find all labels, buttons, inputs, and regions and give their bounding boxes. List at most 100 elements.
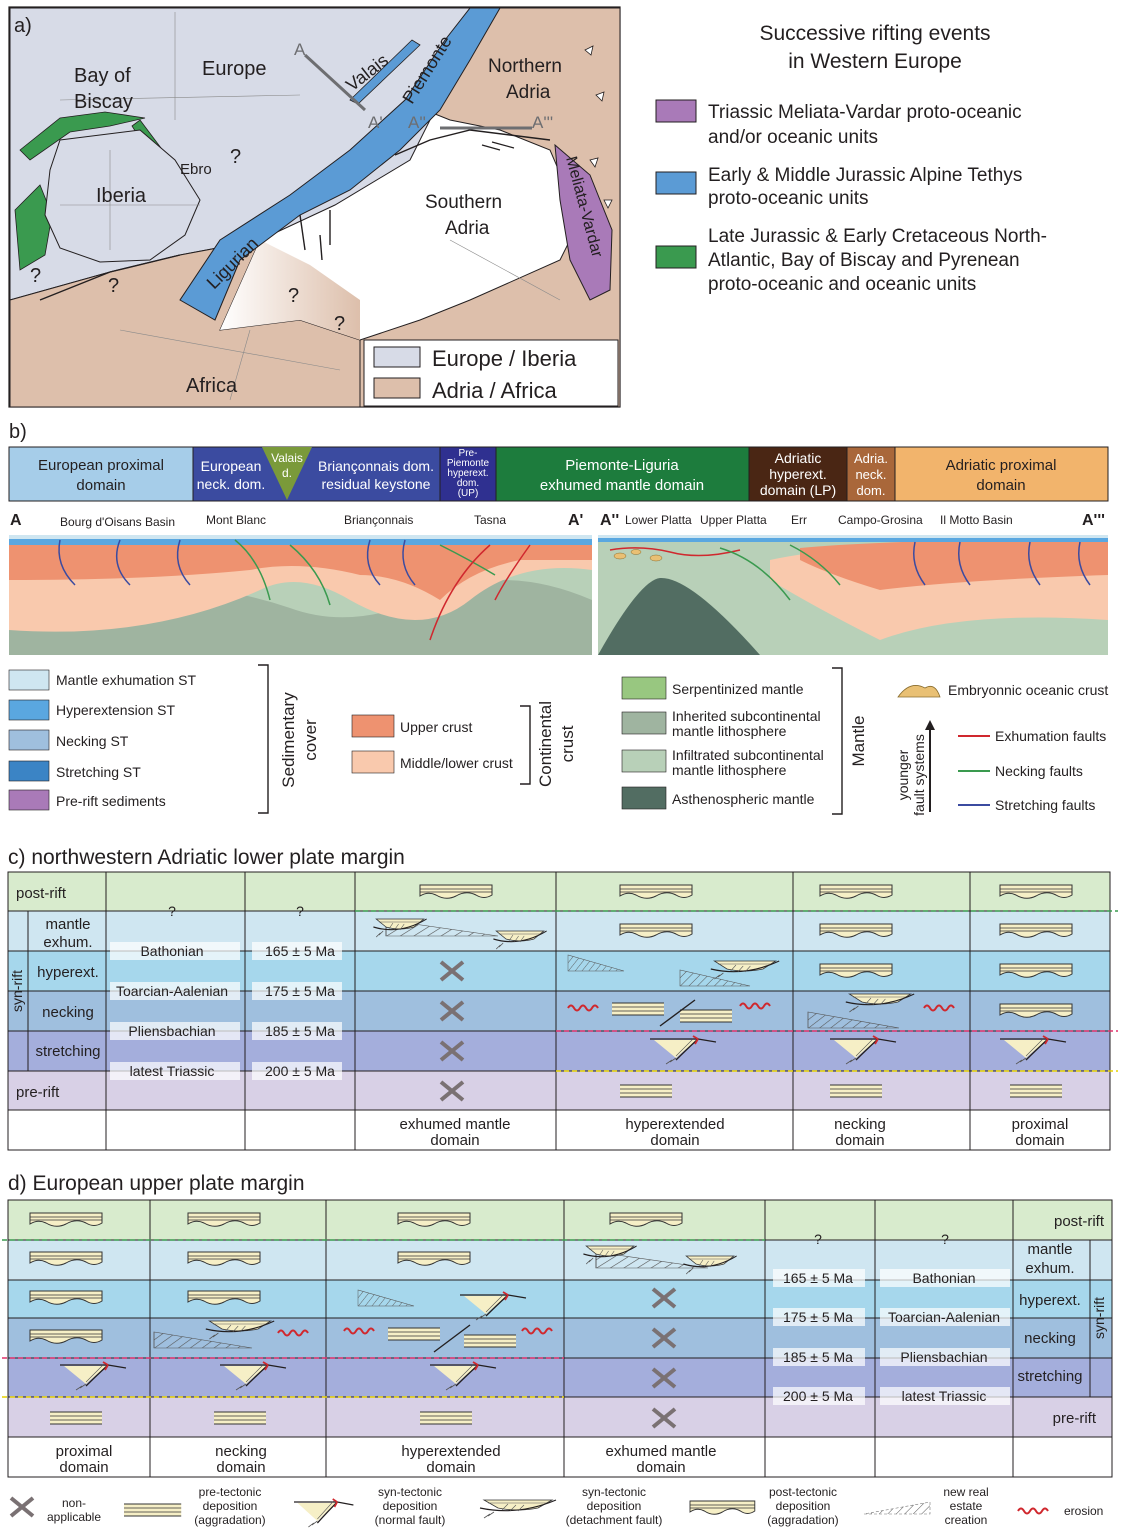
panel-b-legend: Mantle exhumation ST Hyperextension ST N… (8, 664, 1108, 816)
domain-valais: Valais (271, 451, 303, 465)
domain-label: necking (215, 1443, 267, 1460)
legend-new-real-estate: creation (945, 1513, 988, 1527)
row-necking: necking (1024, 1330, 1076, 1347)
domain-adriatic-necking: neck. (855, 467, 886, 482)
pre-tectonic-symbol (619, 1084, 673, 1098)
row-stretching: stretching (1017, 1368, 1082, 1385)
locality-campo-grosina: Campo-Grosina (838, 513, 923, 527)
panel-b-section: b) European proximal domain European nec… (8, 421, 1109, 816)
legend-adria-africa: Adria / Africa (432, 378, 557, 403)
domain-label: hyperextended (625, 1116, 724, 1133)
age-label: 175 ± 5 Ma (783, 1309, 853, 1325)
pre-tectonic-symbol (387, 1327, 441, 1341)
group-mantle: Mantle (849, 715, 868, 766)
legend-asthenospheric-mantle: Asthenospheric mantle (672, 791, 815, 807)
group-continental-crust: crust (558, 725, 577, 762)
domain-adriatic-hyperextended: Adriatic (775, 450, 822, 466)
panel-d-chart: d) European upper plate margin post-rift… (2, 1172, 1113, 1478)
row-pre-rift: pre-rift (1053, 1410, 1097, 1427)
row-stretching: stretching (35, 1043, 100, 1060)
legend-new-real-estate-symbol (863, 1501, 931, 1515)
row-necking: necking (42, 1004, 94, 1021)
legend-erosion-symbol (1017, 1507, 1049, 1515)
rifting-item-3: Late Jurassic & Early Cretaceous North- (708, 226, 1047, 247)
legend-normal-fault: (normal fault) (375, 1513, 446, 1527)
question-mark: ? (296, 903, 304, 919)
question-mark: ? (814, 1231, 822, 1247)
question-mark: ? (108, 275, 119, 297)
domain-row (7, 1109, 1111, 1151)
domain-row (7, 1436, 1113, 1478)
domain-label: necking (834, 1116, 886, 1133)
point-a: A (294, 40, 306, 59)
label-ebro: Ebro (180, 161, 212, 178)
pre-tectonic-symbol (611, 1002, 665, 1016)
rifting-item-1: and/or oceanic units (708, 127, 878, 148)
group-continental-crust: Continental (536, 701, 555, 787)
row-mantle-exhum: mantle (45, 916, 90, 933)
legend-hyperextension-st: Hyperextension ST (56, 702, 176, 718)
legend-inherited-mantle: mantle lithosphere (672, 723, 787, 739)
legend-post-tectonic-symbol (689, 1500, 756, 1515)
row-post-rift: post-rift (1054, 1213, 1105, 1230)
rifting-title-line2: in Western Europe (788, 50, 962, 73)
domain-adriatic-proximal: domain (976, 477, 1025, 494)
legend-pre-tectonic: deposition (203, 1499, 258, 1513)
group-sedimentary-cover: cover (301, 719, 320, 761)
domain-label: exhumed mantle (606, 1443, 717, 1460)
pre-tectonic-symbol (213, 1411, 267, 1425)
locality-mont-blanc: Mont Blanc (206, 513, 266, 527)
label-biscay: Biscay (74, 91, 133, 113)
domain-european-necking: European (201, 458, 262, 474)
legend-detachment-fault-symbol (479, 1499, 557, 1519)
domain-label: domain (216, 1459, 265, 1476)
question-mark: ? (334, 313, 345, 335)
legend-upper-crust: Upper crust (400, 719, 472, 735)
age-label: 185 ± 5 Ma (265, 1023, 335, 1039)
domain-pre-piemonte: dom. (457, 478, 479, 489)
label-bay-of: Bay of (74, 65, 131, 87)
stage-label: Toarcian-Aalenian (888, 1309, 1000, 1325)
section-end-a1: A' (568, 512, 583, 529)
rifting-item-1: Triassic Meliata-Vardar proto-oceanic (708, 102, 1022, 123)
rifting-legend: Successive rifting events in Western Eur… (655, 22, 1047, 295)
group-sedimentary-cover: Sedimentary (279, 692, 298, 788)
cross-section-left (9, 535, 592, 655)
locality-err: Err (791, 513, 807, 527)
domain-label: proximal (1012, 1116, 1069, 1133)
legend-inherited-mantle: Inherited subcontinental (672, 708, 821, 724)
domain-brianconnais: residual keystone (322, 476, 431, 492)
label-adria-south: Adria (445, 218, 490, 239)
point-a2: A'' (408, 113, 426, 132)
domain-piemonte-liguria: Piemonte-Liguria (565, 457, 679, 474)
domain-adriatic-necking: dom. (857, 483, 886, 498)
legend-middle-lower-crust: Middle/lower crust (400, 755, 513, 771)
pre-tectonic-symbol (829, 1084, 883, 1098)
locality-bourg: Bourg d'Oisans Basin (60, 515, 175, 529)
domain-pre-piemonte: Piemonte (447, 458, 490, 469)
section-end-a2: A'' (600, 512, 619, 529)
rifting-item-2: proto-oceanic units (708, 188, 869, 209)
row-pre-rift: pre-rift (16, 1084, 60, 1101)
label-northern: Northern (488, 56, 562, 77)
legend-necking-faults: Necking faults (995, 763, 1083, 779)
domain-label: domain (650, 1132, 699, 1149)
stage-label: Bathonian (140, 943, 203, 959)
legend-detachment-fault: deposition (587, 1499, 642, 1513)
legend-europe-iberia: Europe / Iberia (432, 346, 577, 371)
panel-a-label: a) (14, 15, 32, 37)
legend-new-real-estate: new real (943, 1485, 988, 1499)
domain-adriatic-necking: Adria. (854, 451, 888, 466)
question-mark: ? (288, 285, 299, 307)
domain-label: domain (1015, 1132, 1064, 1149)
label-europe: Europe (202, 58, 267, 80)
legend-stretching-faults: Stretching faults (995, 797, 1095, 813)
age-label: 200 ± 5 Ma (265, 1063, 335, 1079)
pre-tectonic-symbol (463, 1334, 517, 1348)
age-label: 175 ± 5 Ma (265, 983, 335, 999)
age-label: 165 ± 5 Ma (265, 943, 335, 959)
legend-detachment-fault: (detachment fault) (566, 1513, 663, 1527)
domain-pre-piemonte: hyperext. (447, 468, 488, 479)
domain-label: domain (636, 1459, 685, 1476)
